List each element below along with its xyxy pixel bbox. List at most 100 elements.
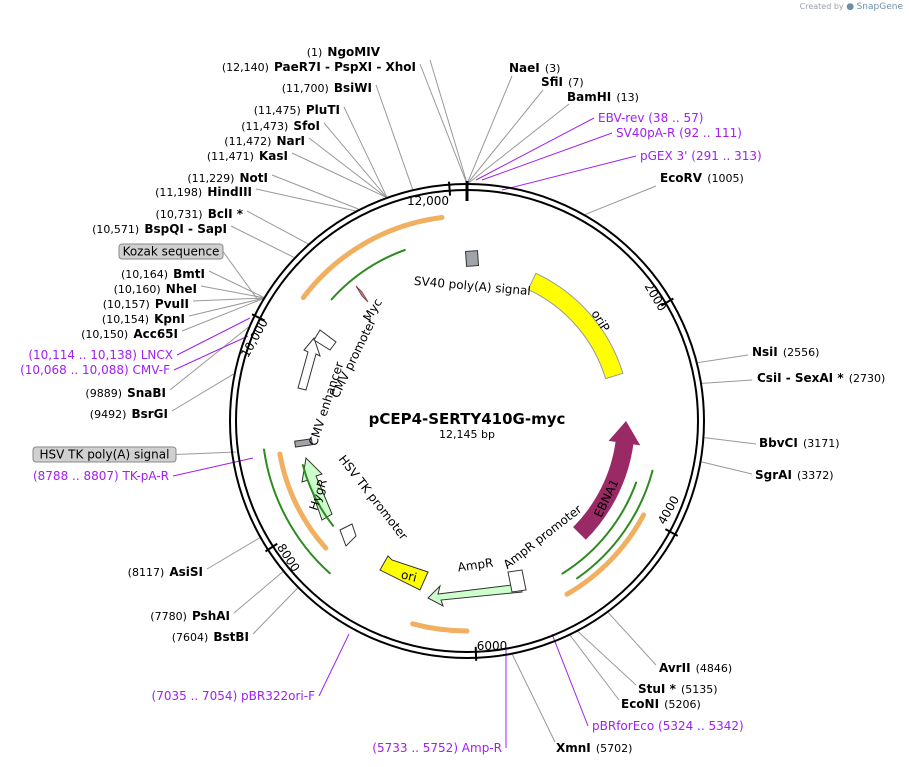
site-name: NotI <box>240 171 269 185</box>
feature-label-ampr: AmpR <box>457 556 494 575</box>
feature-label-sv40-poly-a-signal: SV40 poly(A) signal <box>413 274 531 298</box>
site-label-asisi: (8117) AsiSI <box>128 561 203 580</box>
site-position: (11,198) <box>155 186 202 199</box>
leader-bsiwi <box>375 84 414 190</box>
site-position: (7) <box>568 76 584 89</box>
site-label-sfoi: (11,473) SfoI <box>241 115 320 134</box>
site-label-bsiwi: (11,700) BsiWI <box>282 77 372 96</box>
orf-arc-right-orange <box>564 512 647 597</box>
site-label-kasi: (11,471) KasI <box>207 145 288 164</box>
primer-label-tk-pa-r: (8788 .. 8807) TK-pA-R <box>33 469 169 483</box>
site-name: PvuII <box>155 297 189 311</box>
site-position: (11,229) <box>187 172 234 185</box>
site-label-snabi: (9889) SnaBI <box>85 382 166 401</box>
feature-label-myc: Myc <box>360 296 385 324</box>
site-position: (5702) <box>596 742 633 755</box>
orip-feature <box>527 272 624 380</box>
primer-leader-lncx <box>176 317 251 356</box>
sv40-polya-feature <box>464 250 480 267</box>
leader-lines <box>169 59 757 748</box>
leader-avrii <box>607 612 657 666</box>
feature-label-cmv-promoter: CMV promoter <box>328 316 379 400</box>
orf-arc-right-green-2 <box>561 481 638 575</box>
site-label-kpni: (10,154) KpnI <box>102 308 185 327</box>
site-name: NheI <box>166 282 197 296</box>
leader-csii-sexai <box>701 379 753 384</box>
leader-bsrgi <box>171 373 234 412</box>
site-label-bcli: (10,731) BclI * <box>156 203 244 222</box>
leader-ngomiv <box>429 59 468 184</box>
site-label-pshai: (7780) PshAI <box>150 605 230 624</box>
site-label-bmti: (10,164) BmtI <box>121 263 205 282</box>
scale-tick-label-2000: 2000 <box>642 280 670 313</box>
primer-leader-sv40pa-r <box>481 132 613 181</box>
leader-nari <box>308 137 387 198</box>
leader-noti <box>271 174 359 210</box>
leader-stui <box>577 631 637 686</box>
orf-arc-left-orange <box>277 451 329 551</box>
boxed-leader-kozak-sequence <box>222 251 259 301</box>
leader-pshai <box>233 571 284 614</box>
orf-arc-left-green-1 <box>263 448 331 575</box>
primer-leader-ebv-rev <box>475 117 595 181</box>
feature-label-ampr-promoter: AmpR promoter <box>501 502 585 572</box>
site-position: (12,140) <box>222 61 269 74</box>
site-position: (10,160) <box>114 283 161 296</box>
leader-kasi <box>291 152 387 198</box>
scale-tick-8000 <box>264 542 278 553</box>
leader-bmti <box>208 270 264 298</box>
site-label-csii-sexai: CsiI - SexAI * (2730) <box>757 367 885 386</box>
site-name: SgrAI <box>755 468 792 482</box>
site-name: EcoNI <box>621 697 659 711</box>
site-position: (10,157) <box>103 298 150 311</box>
primer-leader-pbrforeco <box>551 633 589 727</box>
site-name: NaeI <box>509 61 540 75</box>
primer-label-ebv-rev: EBV-rev (38 .. 57) <box>598 111 703 125</box>
site-label-ngomiv: (1) NgoMIV <box>307 41 381 60</box>
boxed-feature-kozak-sequence <box>118 243 224 260</box>
ampr-promoter-feature <box>507 569 527 593</box>
primer-label-pgex-3: pGEX 3' (291 .. 313) <box>640 149 762 163</box>
leader-nhei <box>200 285 264 299</box>
site-name: BamHI <box>567 90 611 104</box>
leader-bcli <box>246 210 309 245</box>
scale-tick-12-000 <box>448 181 452 196</box>
site-name: PluTI <box>306 103 340 117</box>
cmv-enhancer-feature <box>297 336 321 391</box>
orf-arc-right-green-1 <box>576 469 654 580</box>
primer-label-amp-r: (5733 .. 5752) Amp-R <box>372 741 502 755</box>
scale-tick-4000 <box>664 528 679 537</box>
leader-bbvci <box>704 437 757 445</box>
site-position: (11,471) <box>207 150 254 163</box>
cmv-promoter-feature <box>313 329 337 351</box>
site-label-pluti: (11,475) PluTI <box>254 99 340 118</box>
scale-tick-label-8000: 8000 <box>274 541 302 574</box>
leader-nsii <box>697 354 749 364</box>
site-name: XmnI <box>556 741 591 755</box>
orf-arc-top-green <box>330 249 406 301</box>
site-label-bamhi: BamHI (13) <box>567 86 639 105</box>
site-name: AvrII <box>659 661 691 675</box>
leader-bspqi-sapi <box>230 225 295 258</box>
site-label-nhei: (10,160) NheI <box>114 278 197 297</box>
leader-paer7i-pspxi-xhoi <box>419 63 468 184</box>
site-name: BmtI <box>173 267 205 281</box>
snapgene-logo-icon: ● <box>846 2 855 12</box>
features-layer <box>263 215 654 634</box>
site-name: BstBI <box>213 630 249 644</box>
leader-sgrai <box>701 461 753 475</box>
site-name: NsiI <box>752 345 778 359</box>
site-name: EcoRV <box>660 171 703 185</box>
boxed-feature-label-hsv-tk-poly-a-signal: HSV TK poly(A) signal <box>40 448 170 462</box>
site-position: (10,154) <box>102 313 149 326</box>
scale-tick-label-4000: 4000 <box>655 493 682 527</box>
site-position: (11,475) <box>254 104 301 117</box>
leader-kpni <box>188 297 264 317</box>
site-position: (11,472) <box>224 135 271 148</box>
leader-hindiii <box>255 188 356 212</box>
site-label-sgrai: SgrAI (3372) <box>755 464 834 483</box>
site-position: (8117) <box>128 566 165 579</box>
site-label-acc65i: (10,150) Acc65I <box>81 323 178 342</box>
